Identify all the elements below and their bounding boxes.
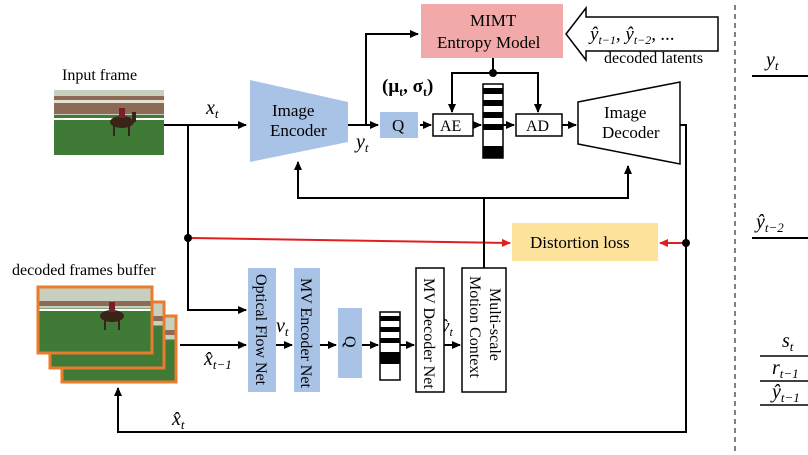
- reconstruction-return-line: [114, 124, 687, 433]
- xhat-t-symbol: x̂t: [171, 408, 185, 432]
- entropy-model-label-2: Entropy Model: [437, 33, 541, 52]
- distortion-arrow-left: [191, 237, 511, 247]
- decoded-latents-arrow: [565, 5, 719, 63]
- right-st-symbol: st: [782, 330, 794, 354]
- image-encoder-label-2: Encoder: [270, 121, 327, 140]
- image-encoder-block: [250, 80, 348, 162]
- quantizer-bottom-block: [338, 308, 362, 378]
- motion-context-block: [461, 267, 507, 393]
- image-encoder-label-1: Image: [272, 101, 314, 120]
- motion-context-label-2: Motion Context: [466, 276, 483, 378]
- xt-symbol: xt: [205, 97, 219, 121]
- distortion-loss-block: [512, 223, 658, 261]
- vhat-symbol: v̂t: [441, 316, 453, 339]
- optical-flow-net-block: [248, 268, 276, 392]
- arithmetic-decoder-label: AD: [526, 118, 549, 135]
- latent-bitstream: [482, 83, 504, 159]
- input-frame-image: [54, 90, 164, 155]
- quantizer-top-label: Q: [392, 116, 404, 135]
- right-yhat-t2-symbol: ŷt−2: [754, 211, 784, 235]
- entropy-model-block: [421, 4, 563, 58]
- arithmetic-encoder-block: [432, 113, 474, 137]
- optical-flow-net-label: Optical Flow Net: [252, 274, 269, 386]
- mv-decoder-net-label: MV Decoder Net: [420, 278, 437, 389]
- vt-symbol: vt: [276, 315, 289, 339]
- params-to-ae-line: [448, 72, 493, 113]
- mv-decoder-net-block: [415, 267, 445, 393]
- junction-dot: [184, 234, 192, 242]
- quantizer-bottom-label: Q: [341, 336, 358, 348]
- entropy-model-label-1: MIMT: [470, 11, 517, 30]
- motion-context-label-1: Multi-scale: [486, 288, 503, 361]
- right-yt-symbol: yt: [764, 49, 779, 73]
- quantizer-top-block: [380, 112, 418, 138]
- mu-sigma-symbol: (μt, σt): [382, 76, 433, 99]
- context-to-decoder-line: [484, 165, 632, 199]
- right-yhat-t1-symbol: ŷt−1: [770, 381, 800, 405]
- arithmetic-decoder-block: [515, 113, 563, 137]
- input-frame-label: Input frame: [62, 67, 137, 84]
- distortion-loss-label: Distortion loss: [530, 233, 630, 252]
- context-to-encoder-line: [294, 161, 484, 199]
- yt-to-entropy-line: [365, 30, 419, 125]
- yt-symbol: yt: [354, 131, 369, 155]
- image-decoder-label-1: Image: [604, 103, 646, 122]
- xhat-prev-symbol: x̂t−1: [203, 348, 232, 372]
- right-panel: yt ŷt−2 st rt−1 ŷt−1: [752, 49, 808, 406]
- decoded-frame-1: [36, 285, 154, 355]
- xt-to-optical-flow-line: [187, 125, 247, 314]
- image-decoder-label-2: Decoder: [602, 123, 660, 142]
- decoded-frames-stack: [36, 285, 178, 384]
- mv-encoder-net-block: [294, 268, 320, 392]
- decoded-frames-buffer-label: decoded frames buffer: [12, 262, 156, 279]
- image-decoder-block: [577, 81, 681, 165]
- arithmetic-encoder-label: AE: [440, 118, 461, 135]
- right-rt1-symbol: rt−1: [772, 357, 799, 381]
- decoded-latents-label: decoded latents: [604, 50, 703, 67]
- params-to-ad-line: [493, 72, 542, 113]
- mv-bitstream: [379, 311, 401, 381]
- mv-encoder-net-label: MV Encoder Net: [297, 278, 314, 388]
- decoded-latents-formula: ŷt−1, ŷt−2, ...: [588, 24, 675, 47]
